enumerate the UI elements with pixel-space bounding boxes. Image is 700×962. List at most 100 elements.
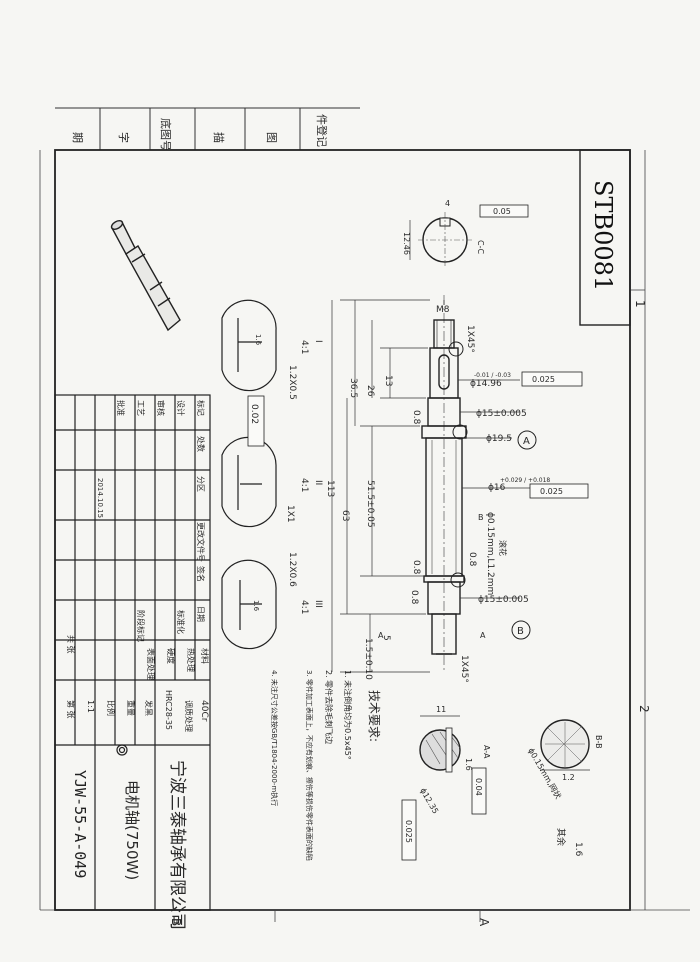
rough-08a: 0.8 [411,410,421,425]
tb-heat-label: 热处理 [186,648,196,672]
technical-requirements: 技术要求: 1. 未注倒角均为0.5x45° 2. 零件去除毛刺飞边 3. 零件… [270,670,381,861]
tb-heat: 调质处理 [184,700,194,732]
margin-label: 图 [265,132,278,143]
tb-scale-label: 比例 [106,700,116,716]
detail2-dim: 1X1 [285,505,295,523]
datum-a: A [523,436,530,447]
zone-marker: 1 [633,300,647,308]
part-name: 电机轴(750W) [123,780,141,880]
dim-51-5: 51.5±0.05 [365,480,375,528]
dim-d2: ϕ15±0.005 [476,409,527,419]
dim-1-5: 1.5±0.10 [363,638,373,680]
zone-marker: 2 [637,705,651,713]
title-block [54,394,211,911]
gdt-frames-main [521,371,589,499]
company-name: 宁波三泰轴承有限公司 [167,760,187,930]
detail3-label: III [313,600,323,608]
tech-req-title: 技术要求: [367,690,381,742]
section-mark-a-right: A [480,631,486,640]
tb-row: 工艺 [136,400,145,416]
detail3-dim: 1.2X0.6 [287,552,297,587]
detail2-scale: 4:1 [299,478,309,492]
zone-marker: B [169,918,183,926]
rough-08b: 0.8 [411,560,421,575]
datum-markers [511,430,537,640]
rough-other-value: 1.6 [573,842,583,857]
detail-views [221,299,277,650]
tb-col: 日期 [196,606,205,622]
dim-knurl: ϕ0.15mm,L1.2mm [485,512,495,595]
dim-113: 113 [325,480,335,497]
section-aa-label: A-A [482,745,491,759]
tb-sheet: 第 张 [66,700,76,719]
gdt-run1: 0.025 [532,375,555,384]
tb-col: 处数 [196,436,206,452]
detail1-rough: 1.6 [254,334,262,346]
tb-row: 审核 [156,400,166,416]
section-cc-height: 12.46 [402,232,411,255]
tech-req-item: 4. 未注尺寸公差按GB/T1804-2000-m执行 [270,670,279,806]
dim-lines-left [331,299,430,673]
section-aa-width: 11 [436,705,446,714]
rough-08d: 0.8 [467,552,477,567]
datum-b: B [517,626,524,637]
section-cc-sym: 0.05 [493,207,511,216]
dim-chamfer-bottom: 1X45° [459,655,469,683]
shaft-iso-sketch [110,220,181,332]
code-box [579,149,631,326]
title-block-text: 标记 设计 审核 工艺 批准 处数 分区 更改文件号 签名 日期 2014.10… [66,400,210,732]
tb-row: 设计 [176,400,186,416]
margin-label: 件登记 [315,114,329,147]
dim-d5: ϕ15±0.005 [478,595,529,605]
margin-label: 底图号 [159,118,173,151]
dim-63: 63 [340,510,350,521]
dim-knurl-note: 滚花 [498,540,508,556]
tb-row: 批准 [116,400,126,416]
tb-col: 签名 [196,566,206,582]
rough-other: 其余 [555,828,567,846]
margin-label: 字 [117,132,131,143]
tb-standard: 标准化 [176,610,186,634]
detail1-scale: 4:1 [299,340,309,354]
dim-26: 26 [365,385,375,397]
tb-scale: 1:1 [86,700,95,713]
section-bb-label: B-B [594,735,603,749]
gdt-run2: 0.025 [540,487,563,496]
dim-13: 13 [383,375,393,386]
drawing-number: YJW-55-A-049 [71,770,89,878]
dim-d3: ϕ19.5 [486,434,512,444]
rough-08c: 0.8 [409,590,419,605]
dim-d1-tol: -0.01 / -0.03 [474,372,511,379]
dim-m8: M8 [436,305,450,315]
tb-hardness: HRC28-35 [164,690,173,730]
tb-col: 更改文件号 [196,522,206,562]
zone-marker: A [477,918,491,927]
tb-row: 标记 [196,400,206,416]
dim-36-5: 36.5 [348,378,358,398]
detail-callouts [448,341,468,588]
detail1-label: I [313,340,323,343]
tb-hardness-label: 硬度 [166,648,176,664]
detail2-label: II [313,480,323,485]
section-cc [409,204,529,268]
margin-label: 期 [71,132,84,143]
tb-material-label: 材料 [200,648,210,664]
tb-stage: 阶段标记 [136,610,146,642]
section-mark-a-left: A [378,631,384,640]
tb-surface: 发黑 [144,700,154,716]
section-aa [401,715,487,861]
section-cc-label: C-C [476,240,485,254]
dim-d1: ϕ14.96 [470,379,502,389]
detail3-scale: 4:1 [299,600,309,614]
detail3-rough: 1.6 [252,600,260,612]
tech-req-item: 2. 零件去除毛刺飞边 [324,670,334,744]
section-aa-sym: 0.04 [474,778,483,796]
margin-label: 描 [212,132,226,143]
dim-chamfer-top: 1X45° [465,325,475,353]
tb-col: 分区 [196,476,205,492]
tb-sheets: 共 张 [66,635,75,654]
detail1-dim: 1.2X0.5 [287,365,297,400]
tech-req-item: 3. 零件加工表面上，不应有划痕、擦伤等损伤零件表面的缺陷 [305,670,314,861]
